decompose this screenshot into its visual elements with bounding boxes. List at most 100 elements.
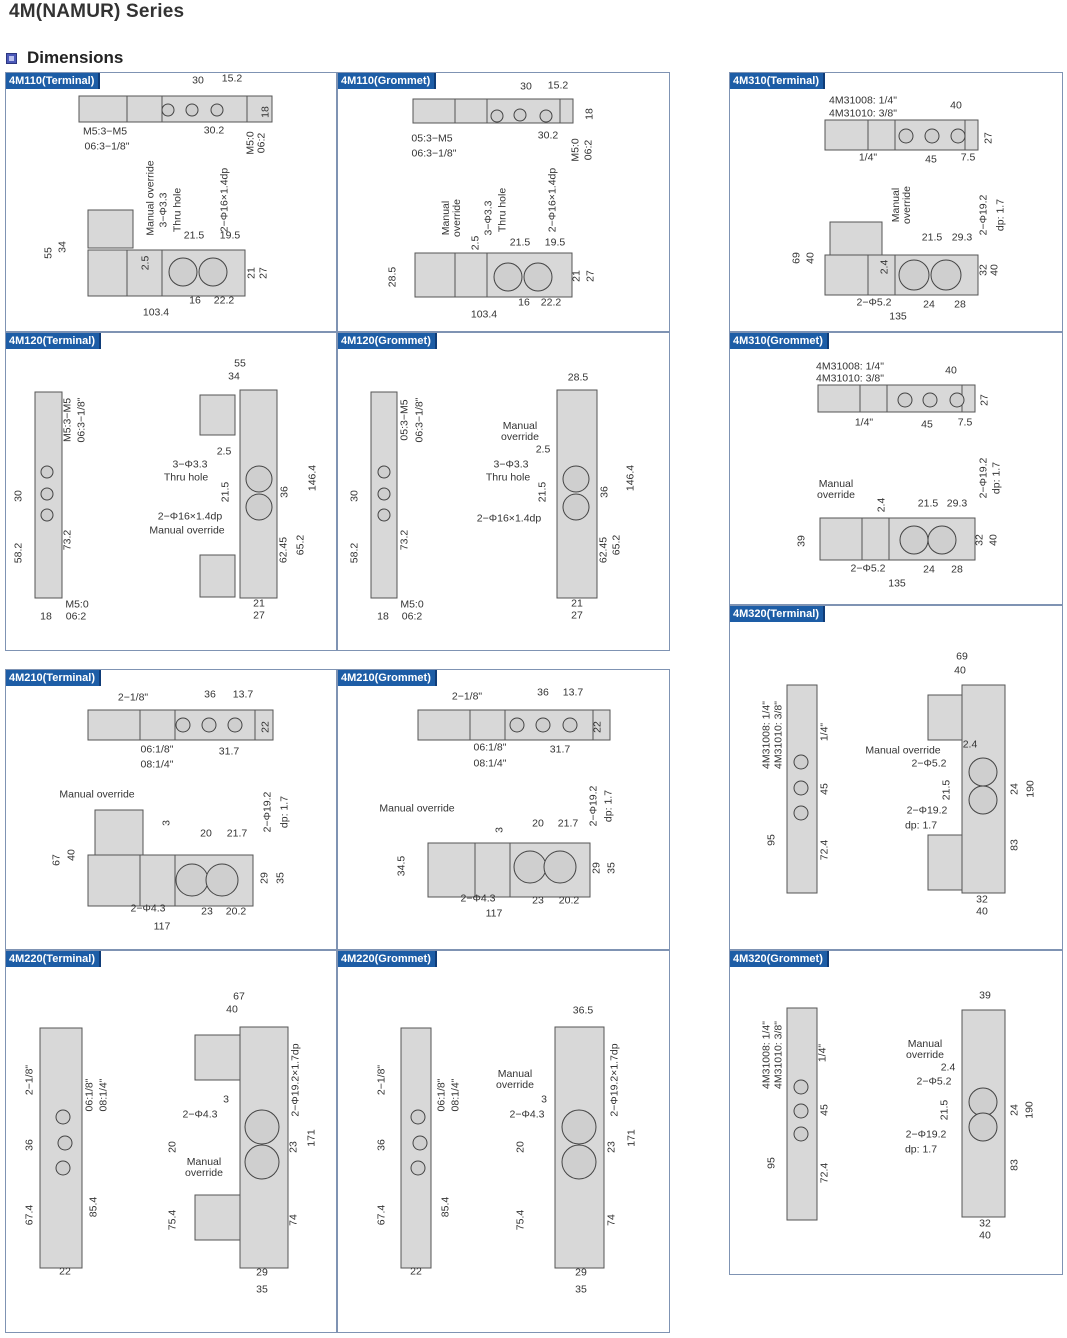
dimension-label: 29.3 [946,497,968,510]
dimension-label: 4M31008: 1/4" [760,701,773,769]
dimension-label: 4M31010: 3/8" [772,701,785,769]
dimension-label: 06:2 [255,132,268,154]
dimension-label: 1/4" [854,416,874,429]
dimension-label: 30 [12,490,25,502]
dimension-label: 135 [888,577,906,590]
dimension-label: 22.2 [540,296,562,309]
dimension-label: Manual override [185,1156,223,1179]
dimension-label: 15.2 [221,72,243,85]
dimension-label: 2−Φ19.2×1.7dp [289,1043,302,1117]
dimension-label: 67.4 [23,1204,36,1226]
dimension-label: dp: 1.7 [904,1143,938,1156]
dimension-label: 06:3−1/8" [411,147,457,160]
dimension-panel: 4M210(Terminal) [5,669,337,950]
dimension-label: dp: 1.7 [602,789,615,823]
dimension-label: 18 [40,610,52,623]
dimension-label: 2−1/8" [117,691,149,704]
dimension-label: 27 [982,132,995,144]
dimension-panel: 4M320(Terminal) [729,605,1063,950]
dimension-label: 29.3 [951,231,973,244]
dimension-label: 2−Φ16×1.4dp [157,510,223,523]
dimension-label: 21.5 [219,481,232,503]
dimension-label: 3−Φ3.3 [157,192,170,228]
page-title: 4M(NAMUR) Series [9,1,185,22]
dimension-label: 2−Φ16×1.4dp [476,512,542,525]
dimension-label: 19.5 [219,229,241,242]
dimension-label: 23 [605,1141,618,1153]
dimension-label: 28 [954,298,966,311]
dimension-label: 65.2 [610,534,623,556]
dimension-label: 06:1/8" [140,743,174,756]
dimension-label: 58.2 [348,542,361,564]
dimension-label: 69 [790,252,803,264]
dimension-label: 2.5 [535,443,551,456]
dimension-label: 31.7 [218,745,240,758]
dimension-label: 18 [259,106,272,118]
dimension-label: 20 [166,1141,179,1153]
dimension-label: M5:3−M5 [61,397,74,443]
panel-title: 4M210(Grommet) [338,670,437,686]
dimension-label: 28.5 [386,266,399,288]
dimension-label: 2−Φ19.2 [587,785,600,827]
dimension-label: 2−Φ19.2 [905,1128,947,1141]
dimension-label: 135 [889,310,907,323]
dimension-label: dp: 1.7 [904,819,938,832]
dimension-panel: 4M110(Grommet) [337,72,670,332]
dimension-label: 21.5 [938,1099,951,1121]
dimension-label: 73.2 [398,529,411,551]
dimension-label: 08:1/4" [97,1078,110,1112]
dimension-label: 32 [973,534,986,546]
dimension-label: 36 [23,1139,36,1151]
dimension-label: 2−Φ19.2×1.7dp [608,1043,621,1117]
dimension-label: 75.4 [166,1209,179,1231]
dimension-label: 4M31010: 3/8" [816,372,884,385]
dimension-label: 146.4 [306,464,319,492]
dimension-label: 4M31010: 3/8" [772,1021,785,1089]
dimension-label: 2.5 [216,445,232,458]
dimension-label: 103.4 [470,308,498,321]
dimension-label: 2−1/8" [23,1064,36,1096]
panel-title: 4M110(Terminal) [6,73,101,89]
panel-title: 4M210(Terminal) [6,670,101,686]
dimension-label: 117 [153,920,171,933]
dimension-label: 1/4" [818,722,831,742]
dimension-label: 2.4 [875,497,888,513]
panel-title: 4M120(Terminal) [6,333,101,349]
dimension-label: Thru hole [171,187,184,233]
dimension-label: 24 [1008,783,1021,795]
dimension-label: Manual override [501,420,539,443]
dimension-label: 58.2 [12,542,25,564]
dimension-label: 21 [570,270,583,282]
dimension-label: 2−Φ5.2 [911,757,947,770]
dimension-label: 72.4 [818,839,831,861]
dimension-label: 85.4 [87,1196,100,1218]
dimension-label: Manual override [59,788,135,801]
dimension-label: 06:1/8" [83,1078,96,1112]
dimension-label: 2.5 [469,235,482,251]
dimension-label: 2−1/8" [375,1064,388,1096]
dimension-label: 190 [1023,1101,1036,1119]
dimension-panel: 4M210(Grommet) [337,669,670,950]
dimension-label: 22.2 [213,294,235,307]
dimension-label: 06:3−1/8" [75,397,88,443]
dimension-label: 39 [795,535,808,547]
dimension-label: 83 [1008,839,1021,851]
dimension-label: 2−Φ4.3 [182,1108,218,1121]
dimension-label: 2.4 [962,738,978,751]
dimension-label: 34.5 [395,855,408,877]
dimension-label: 95 [765,834,778,846]
dimension-label: 08:1/4" [449,1078,462,1112]
dimension-panel: 4M220(Terminal) [5,950,337,1333]
dimension-label: 2−Φ5.2 [856,296,892,309]
dimension-label: 29 [256,1266,268,1279]
dimension-label: 4M31010: 3/8" [829,107,897,120]
dimension-label: Manual override [379,802,455,815]
dimension-label: 22 [591,721,604,733]
dimension-label: 2.5 [139,255,152,271]
dimension-panel: 4M310(Grommet) [729,332,1063,605]
dimension-label: Manual override [890,186,913,224]
dimension-label: 45 [921,418,933,431]
dimension-label: 20 [532,817,544,830]
dimension-label: 2−1/8" [451,690,483,703]
dimension-label: M5:0 [65,598,89,611]
